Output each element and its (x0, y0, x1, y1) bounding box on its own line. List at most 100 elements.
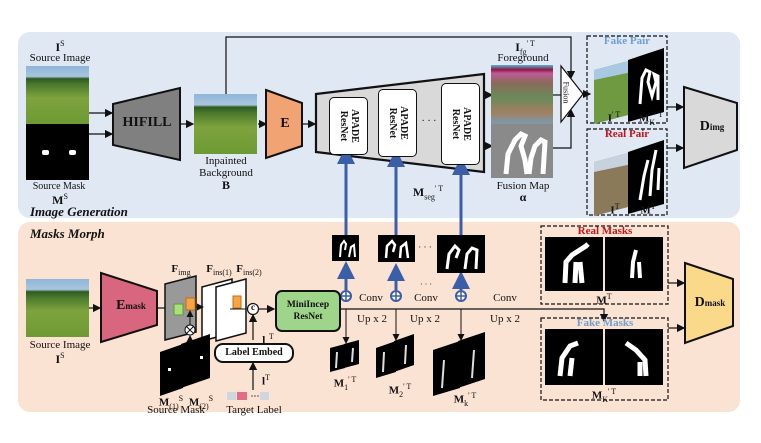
bottom-source-mask-label: Source Mask (147, 404, 205, 416)
f-ins1-symbol: Fins(1) (202, 263, 236, 279)
symbol: F (236, 263, 244, 275)
source-mask-2 (181, 334, 210, 388)
superscript: S (178, 394, 184, 403)
subscript: fg (519, 47, 527, 57)
superscript: ' T (607, 387, 617, 396)
apade-text: APADE ResNet (387, 106, 409, 140)
mask-stage2-top (378, 235, 415, 262)
real-pair-image-symbol: IT (605, 201, 625, 217)
mask-stage3-top-shape (445, 243, 479, 270)
apade-resnet-block-3: APADE ResNet (441, 83, 480, 165)
subscript: mask (125, 301, 146, 311)
subscript: 2 (399, 389, 404, 399)
symbol: l (262, 375, 266, 388)
mask2-symbol: M(2)S (186, 393, 216, 413)
apade-text: APADE ResNet (338, 109, 360, 143)
fake-mask-right (605, 329, 663, 385)
fake-masks-symbol: MK' T (586, 386, 622, 406)
fake-pair-mask-shape (638, 67, 660, 105)
superscript: S (60, 351, 65, 360)
apade-line2: ResNet (386, 107, 398, 139)
target-label-text: Target Label (226, 404, 282, 416)
symbol: F (206, 263, 214, 275)
real-mask-left-shape (562, 242, 590, 284)
fake-pair-sky (594, 60, 632, 80)
superscript: ' T (468, 391, 477, 400)
superscript: T (614, 202, 620, 211)
arrow-to-fake-masks (525, 308, 609, 323)
real-masks-box (540, 225, 669, 305)
real-pair-sky (594, 152, 632, 172)
target-label-slot-2 (237, 392, 247, 400)
mini-incep-line2: ResNet (293, 312, 323, 322)
stage1-conv-label: Conv (359, 292, 383, 304)
subscript: ins(2) (243, 268, 262, 278)
target-label-slot-n (260, 392, 269, 400)
mask-out-1-symbol: M1' T (330, 374, 360, 394)
stage1-up-label: Up x 2 (357, 313, 387, 325)
feature-map-ins2 (215, 278, 247, 342)
fusion-label: Fusion (561, 81, 571, 104)
symbol: M (453, 393, 465, 406)
mask-out-2-symbol: M2' T (385, 381, 415, 401)
multiply-glyph-b (186, 326, 194, 334)
symbol: I (55, 40, 61, 54)
inpainted-symbol: B (221, 178, 230, 192)
superscript: S (208, 394, 214, 403)
subscript: ins(1) (213, 268, 232, 278)
fake-pair-mask (628, 48, 664, 122)
apade-line1: APADE (397, 106, 409, 140)
mask-out-1b (344, 340, 359, 368)
real-mask-right-shape (630, 249, 642, 279)
fake-pair-box (586, 35, 668, 124)
symbol: M (188, 396, 200, 409)
mask-out-2b (394, 334, 414, 372)
source-image-thumbnail (26, 66, 89, 124)
real-masks-label: Real Masks (577, 225, 633, 237)
subscript: 1 (344, 382, 349, 392)
d-mask-block (684, 261, 734, 345)
superscript: ' T (612, 110, 621, 119)
subscript: K (649, 117, 655, 127)
f-img-symbol: Fimg (164, 263, 198, 279)
source-image-symbol: IS (30, 38, 90, 53)
superscript: ' T (434, 184, 444, 193)
mask-stage1-top-shape (339, 239, 356, 258)
fake-pair-image-symbol: I' T (602, 109, 626, 125)
stage2-up-label: Up x 2 (410, 313, 440, 325)
mask-out-k-symbol: Mk' T (450, 390, 480, 410)
fake-masks-label: Fake Masks (576, 317, 634, 329)
d-mask-label: Dmask (686, 295, 734, 311)
superscript: T (650, 202, 656, 211)
fusion-map-thumbnail (491, 124, 553, 178)
symbol: I (515, 40, 520, 54)
symbol: M (596, 294, 607, 307)
subscript: img (178, 268, 191, 278)
symbol: M (412, 185, 425, 199)
apade-line2: ResNet (337, 110, 349, 142)
subscript: K (602, 394, 608, 404)
mask1-symbol: M(1)S (156, 393, 186, 413)
symbol: I (610, 204, 615, 217)
symbol: M (640, 204, 651, 217)
symbol: M (333, 377, 345, 390)
source-mask-label: Source Mask (32, 181, 86, 192)
source-mask-symbol: MS (30, 191, 90, 206)
real-pair-mask-shape (638, 149, 661, 201)
plus-node-3 (455, 290, 467, 302)
e-mask-label: Emask (104, 298, 158, 314)
fake-mask-right-shape (624, 340, 649, 377)
symbol: I (607, 112, 613, 125)
mask-out-ka (433, 341, 460, 396)
fusion-map-label: Fusion Map (496, 180, 550, 192)
fusion-map-shape (503, 130, 548, 175)
mini-incep-line1: MiniIncep (286, 300, 330, 310)
fake-pair-mask-symbol: MK' T (634, 109, 668, 129)
superscript: T (606, 292, 612, 301)
apade-text: APADE ResNet (450, 107, 472, 141)
symbol: l (262, 334, 266, 347)
f-ins2-symbol: Fins(2) (232, 263, 266, 279)
inpainted-label-2: Background (199, 167, 253, 179)
source-mask-thumbnail (26, 124, 89, 180)
